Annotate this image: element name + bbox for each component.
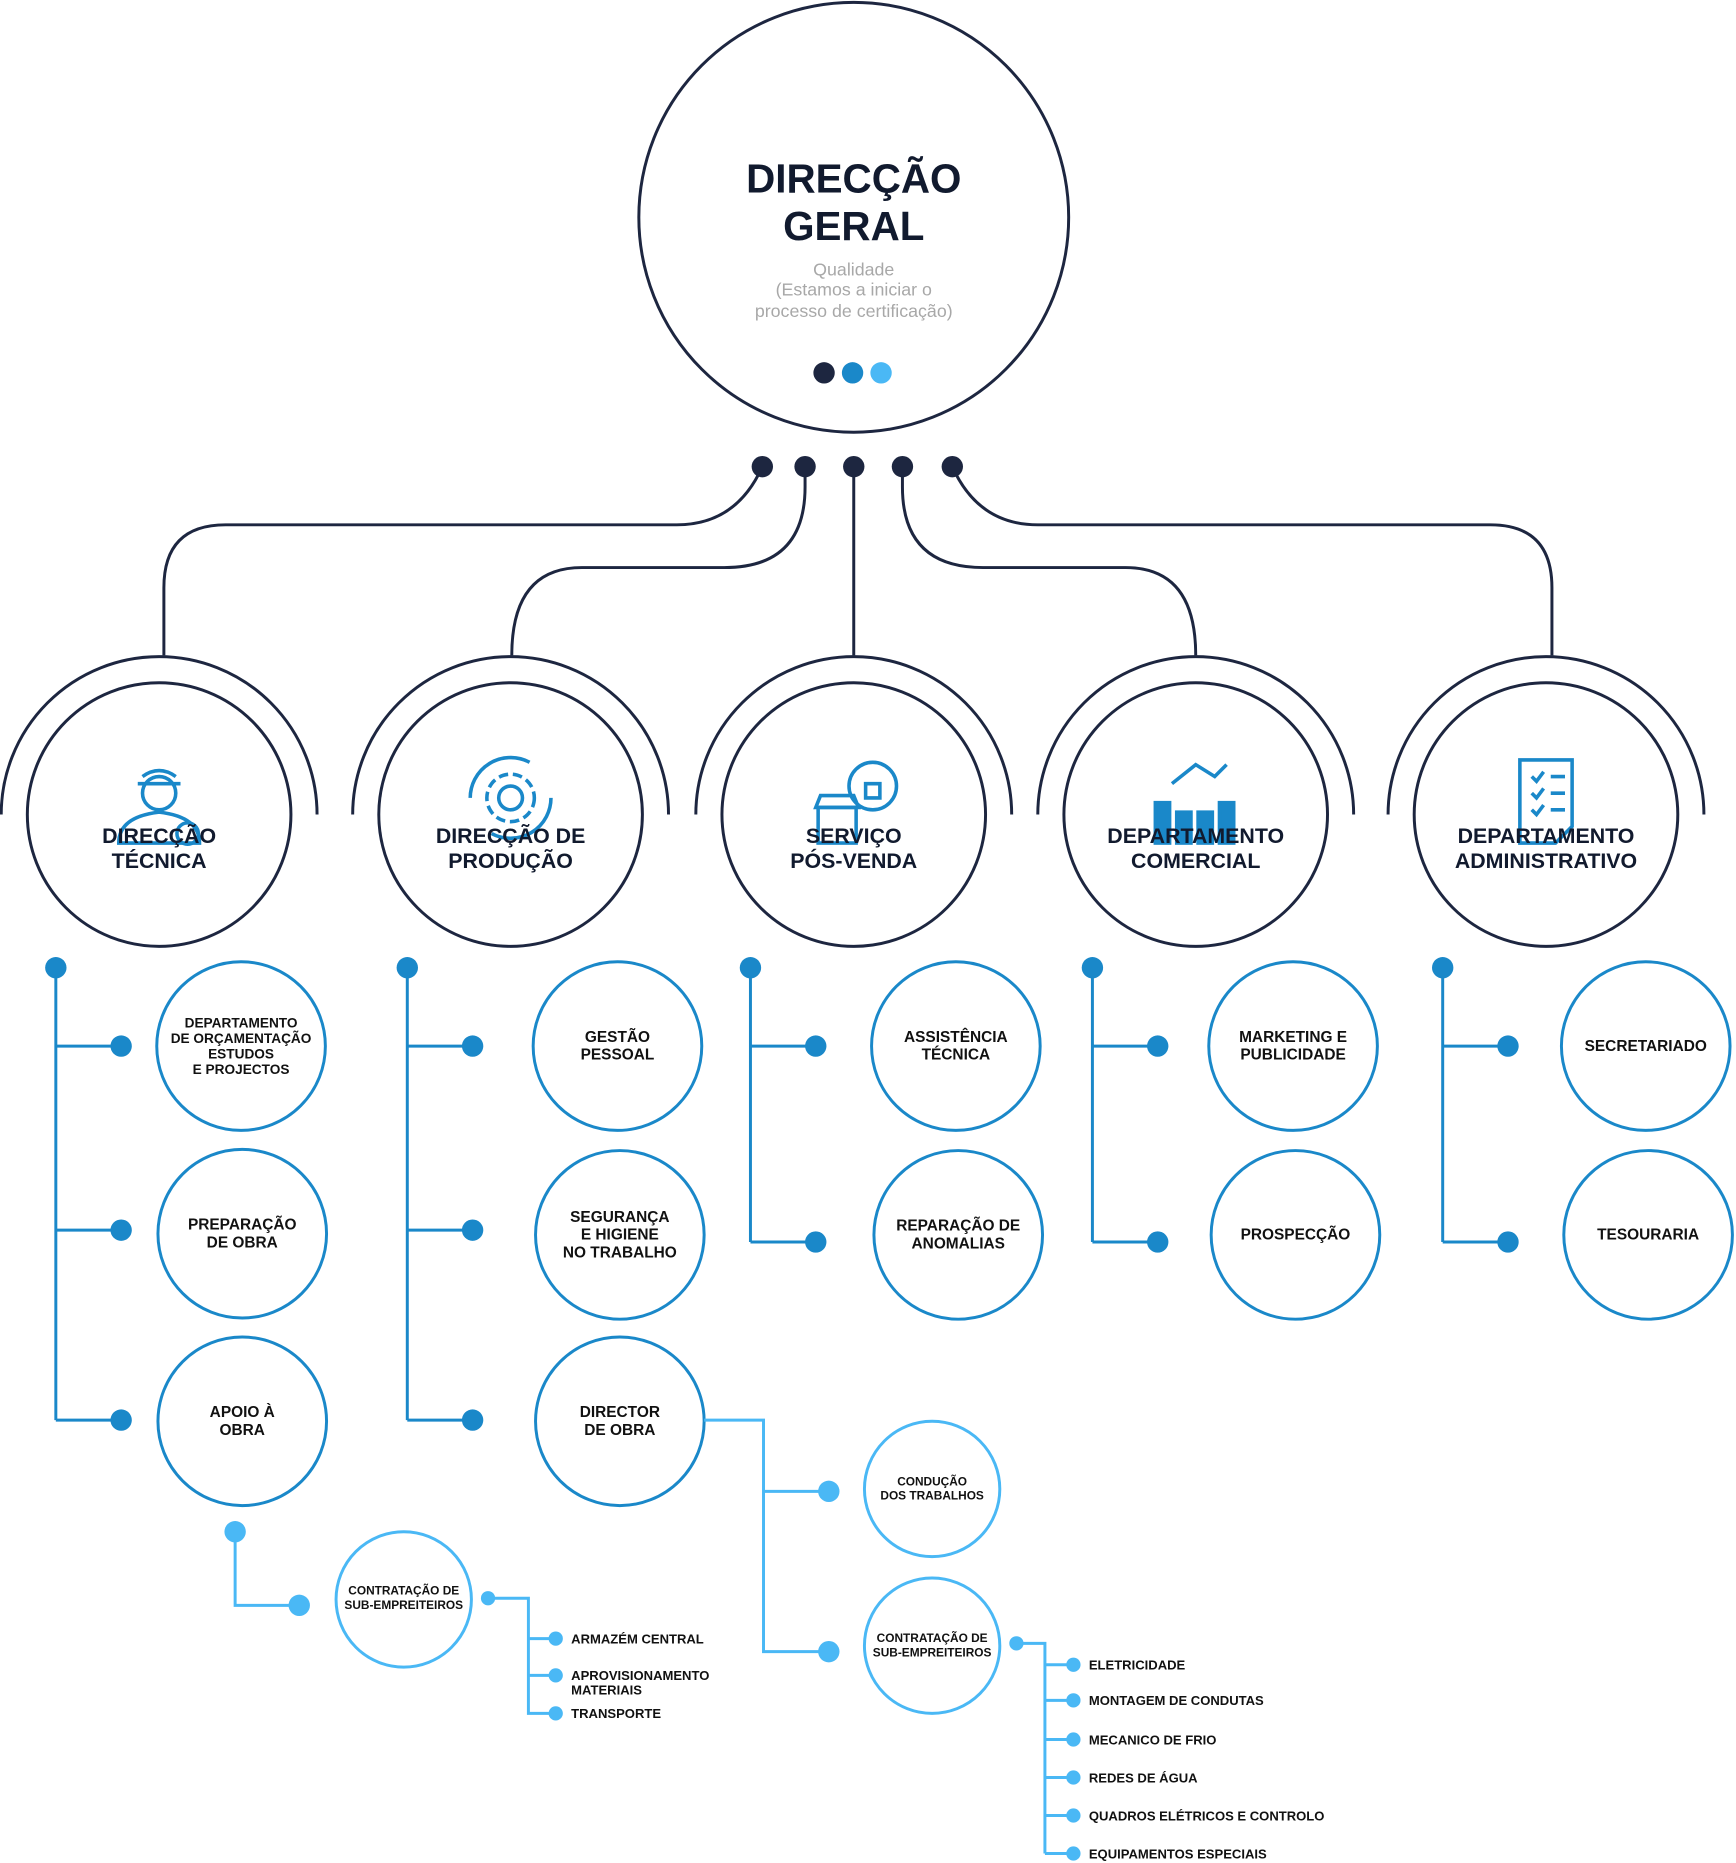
- unit-label: CONTRATAÇÃO DE: [348, 1583, 459, 1598]
- unit-label: CONTRATAÇÃO DE: [877, 1630, 988, 1645]
- department-name: DEPARTAMENTO: [1107, 824, 1284, 848]
- department-2: DIRECÇÃO DEPRODUÇÃOGESTÃOPESSOALSEGURANÇ…: [351, 655, 706, 1508]
- unit-label: DE OBRA: [584, 1422, 655, 1439]
- root-node: DIRECÇÃO GERAL Qualidade (Estamos a inic…: [637, 0, 1071, 434]
- list-item: TRANSPORTE: [571, 1706, 661, 1721]
- unit-label: PESSOAL: [581, 1047, 655, 1064]
- root-subtitle: processo de certificação): [755, 301, 953, 321]
- unit-label: DE ORÇAMENTAÇÃO: [171, 1031, 312, 1046]
- list-item: EQUIPAMENTOS ESPECIAIS: [1089, 1846, 1267, 1861]
- list-item: MONTAGEM DE CONDUTAS: [1089, 1693, 1264, 1708]
- unit-label: SUB-EMPREITEIROS: [873, 1645, 992, 1659]
- root-subtitle: (Estamos a iniciar o: [776, 280, 932, 300]
- list-item: ELETRICIDADE: [1089, 1657, 1186, 1672]
- department-name: DIRECÇÃO: [102, 823, 216, 848]
- unit-label: SUB-EMPREITEIROS: [344, 1598, 463, 1612]
- apoio-subtree: CONTRATAÇÃO DE SUB-EMPREITEIROS ARMAZÉM …: [224, 1521, 709, 1721]
- list-item: REDES DE ÁGUA: [1089, 1770, 1198, 1785]
- unit-node: TESOURARIA: [1562, 1149, 1734, 1321]
- unit-label: DE OBRA: [207, 1234, 278, 1251]
- worker-gear-icon: [116, 768, 202, 847]
- department-name: SERVIÇO: [806, 824, 902, 848]
- store-support-icon: [813, 760, 899, 845]
- unit-label: SEGURANÇA: [570, 1209, 669, 1226]
- unit-label: SECRETARIADO: [1585, 1038, 1707, 1055]
- department-3: SERVIÇOPÓS-VENDAASSISTÊNCIATÉCNICAREPARA…: [694, 655, 1045, 1321]
- unit-label: TÉCNICA: [922, 1047, 991, 1064]
- unit-label: TESOURARIA: [1597, 1227, 1699, 1244]
- root-subtitle: Qualidade: [813, 259, 894, 279]
- unit-label: PREPARAÇÃO: [188, 1216, 297, 1234]
- unit-label: PUBLICIDADE: [1240, 1047, 1345, 1064]
- unit-label: ASSISTÊNCIA: [904, 1028, 1008, 1046]
- unit-label: PROSPECÇÃO: [1241, 1226, 1351, 1244]
- unit-label: ANOMALIAS: [912, 1236, 1005, 1253]
- gear-cycle-icon: [468, 755, 553, 841]
- dot-light-blue: [870, 362, 892, 384]
- unit-node: SECRETARIADO: [1559, 960, 1732, 1132]
- checklist-icon: [1518, 758, 1574, 845]
- unit-label: E PROJECTOS: [193, 1062, 290, 1077]
- unit-label: E HIGIENE: [581, 1227, 659, 1244]
- unit-label: DEPARTAMENTO: [185, 1016, 298, 1031]
- unit-label: ESTUDOS: [208, 1047, 274, 1062]
- list-item: ARMAZÉM CENTRAL: [571, 1631, 704, 1646]
- root-title: DIRECÇÃO: [746, 155, 961, 201]
- unit-node: PROSPECÇÃO: [1209, 1149, 1382, 1321]
- unit-label: DOS TRABALHOS: [880, 1489, 984, 1503]
- unit-label: APOIO À: [210, 1404, 275, 1421]
- dot-dark: [813, 362, 835, 384]
- unit-label: REPARAÇÃO DE: [896, 1217, 1020, 1235]
- unit-label: MARKETING E: [1239, 1029, 1347, 1046]
- unit-label: CONDUÇÃO: [897, 1473, 967, 1488]
- root-connectors: [162, 455, 1554, 656]
- dot-blue: [841, 362, 864, 384]
- department-name: TÉCNICA: [112, 848, 207, 873]
- department-name: PÓS-VENDA: [790, 848, 917, 873]
- handshake-chart-icon: [1153, 762, 1236, 845]
- director-subtree: CONDUÇÃO DOS TRABALHOS CONTRATAÇÃO DE SU…: [704, 1418, 1325, 1861]
- department-name: DEPARTAMENTO: [1458, 824, 1635, 848]
- list-item: MATERIAIS: [571, 1682, 642, 1697]
- unit-label: DIRECTOR: [580, 1404, 660, 1421]
- list-item: QUADROS ELÉTRICOS E CONTROLO: [1089, 1808, 1325, 1823]
- department-name: COMERCIAL: [1131, 849, 1260, 873]
- list-item: MECANICO DE FRIO: [1089, 1732, 1217, 1747]
- unit-label: NO TRABALHO: [563, 1244, 677, 1261]
- department-name: ADMINISTRATIVO: [1455, 849, 1637, 873]
- unit-label: GESTÃO: [585, 1028, 650, 1046]
- list-item: APROVISIONAMENTO: [571, 1668, 709, 1683]
- root-title: GERAL: [783, 203, 924, 249]
- department-name: DIRECÇÃO DE: [436, 823, 586, 848]
- unit-label: OBRA: [220, 1422, 265, 1439]
- department-name: PRODUÇÃO: [448, 848, 573, 873]
